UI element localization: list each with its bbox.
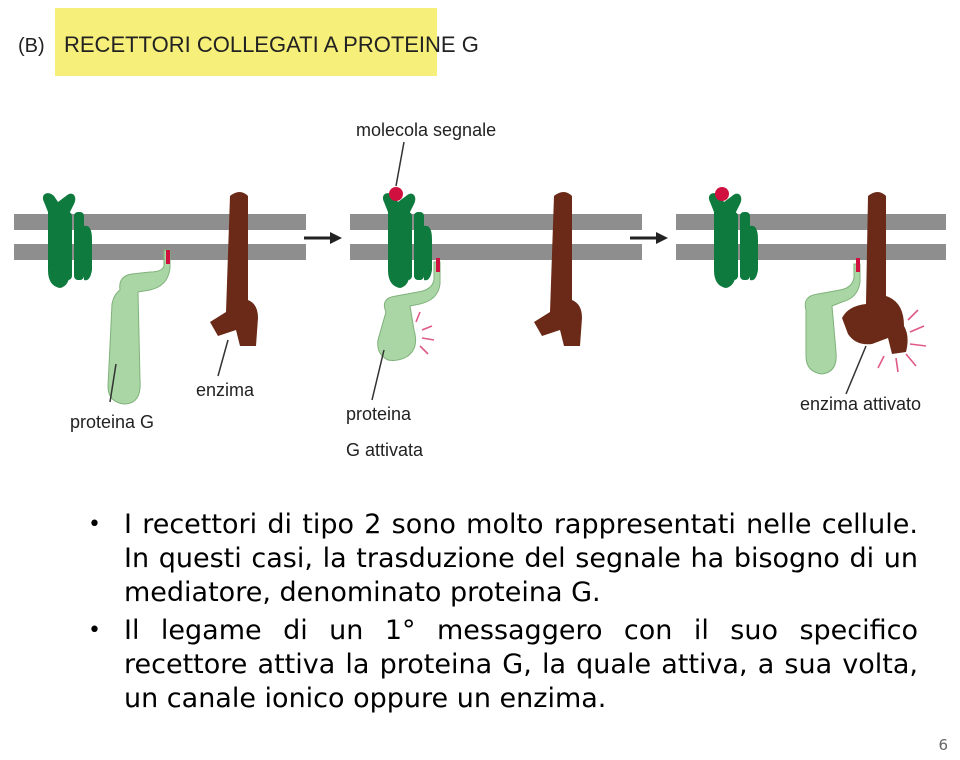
enzyme-3 [842, 192, 908, 354]
activation-burst-2 [415, 311, 435, 355]
receptor-2 [382, 193, 432, 288]
g-protein-1 [107, 249, 171, 405]
bullet-item: • Il legame di un 1° messaggero con il s… [88, 614, 918, 716]
pointer-enzyme [217, 339, 229, 377]
signal-molecule-2 [389, 187, 403, 201]
receptor-1 [42, 193, 92, 288]
label-enzyme: enzima [196, 380, 255, 400]
gpcr-diagram: (B) RECETTORI COLLEGATI A PROTEINE G [14, 8, 946, 460]
pointer-activated-enzyme [845, 345, 867, 395]
enzyme-2 [534, 192, 582, 346]
signal-molecule-3 [715, 187, 729, 201]
label-activated-g-protein-line2: G attivata [346, 440, 424, 460]
bullet-text: I recettori di tipo 2 sono molto rappres… [124, 509, 918, 608]
signal-molecule-pointer [395, 141, 405, 187]
slide-number: 6 [938, 736, 948, 754]
label-activated-g-protein-line1: proteina [346, 404, 412, 424]
arrow-step-1 [304, 232, 342, 244]
pointer-activated-g-protein [371, 349, 385, 401]
bullet-dot: • [88, 512, 101, 537]
diagram-title: RECETTORI COLLEGATI A PROTEINE G [64, 32, 479, 57]
bullet-dot: • [88, 618, 101, 643]
pointer-g-protein [109, 363, 117, 403]
bullet-item: • I recettori di tipo 2 sono molto rappr… [88, 508, 918, 610]
panel-tag: (B) [18, 35, 45, 57]
g-protein-2 [377, 258, 441, 361]
g-protein-3 [804, 258, 861, 375]
receptor-3 [708, 193, 758, 288]
label-g-protein: proteina G [70, 412, 154, 432]
bullet-text: Il legame di un 1° messaggero con il suo… [124, 615, 918, 714]
bullet-list: • I recettori di tipo 2 sono molto rappr… [88, 508, 918, 720]
label-activated-enzyme: enzima attivato [800, 394, 921, 414]
activation-burst-3 [877, 309, 927, 373]
label-signal-molecule: molecola segnale [356, 120, 496, 140]
arrow-step-2 [630, 232, 668, 244]
enzyme-1 [210, 192, 258, 346]
title-highlight [55, 8, 437, 76]
